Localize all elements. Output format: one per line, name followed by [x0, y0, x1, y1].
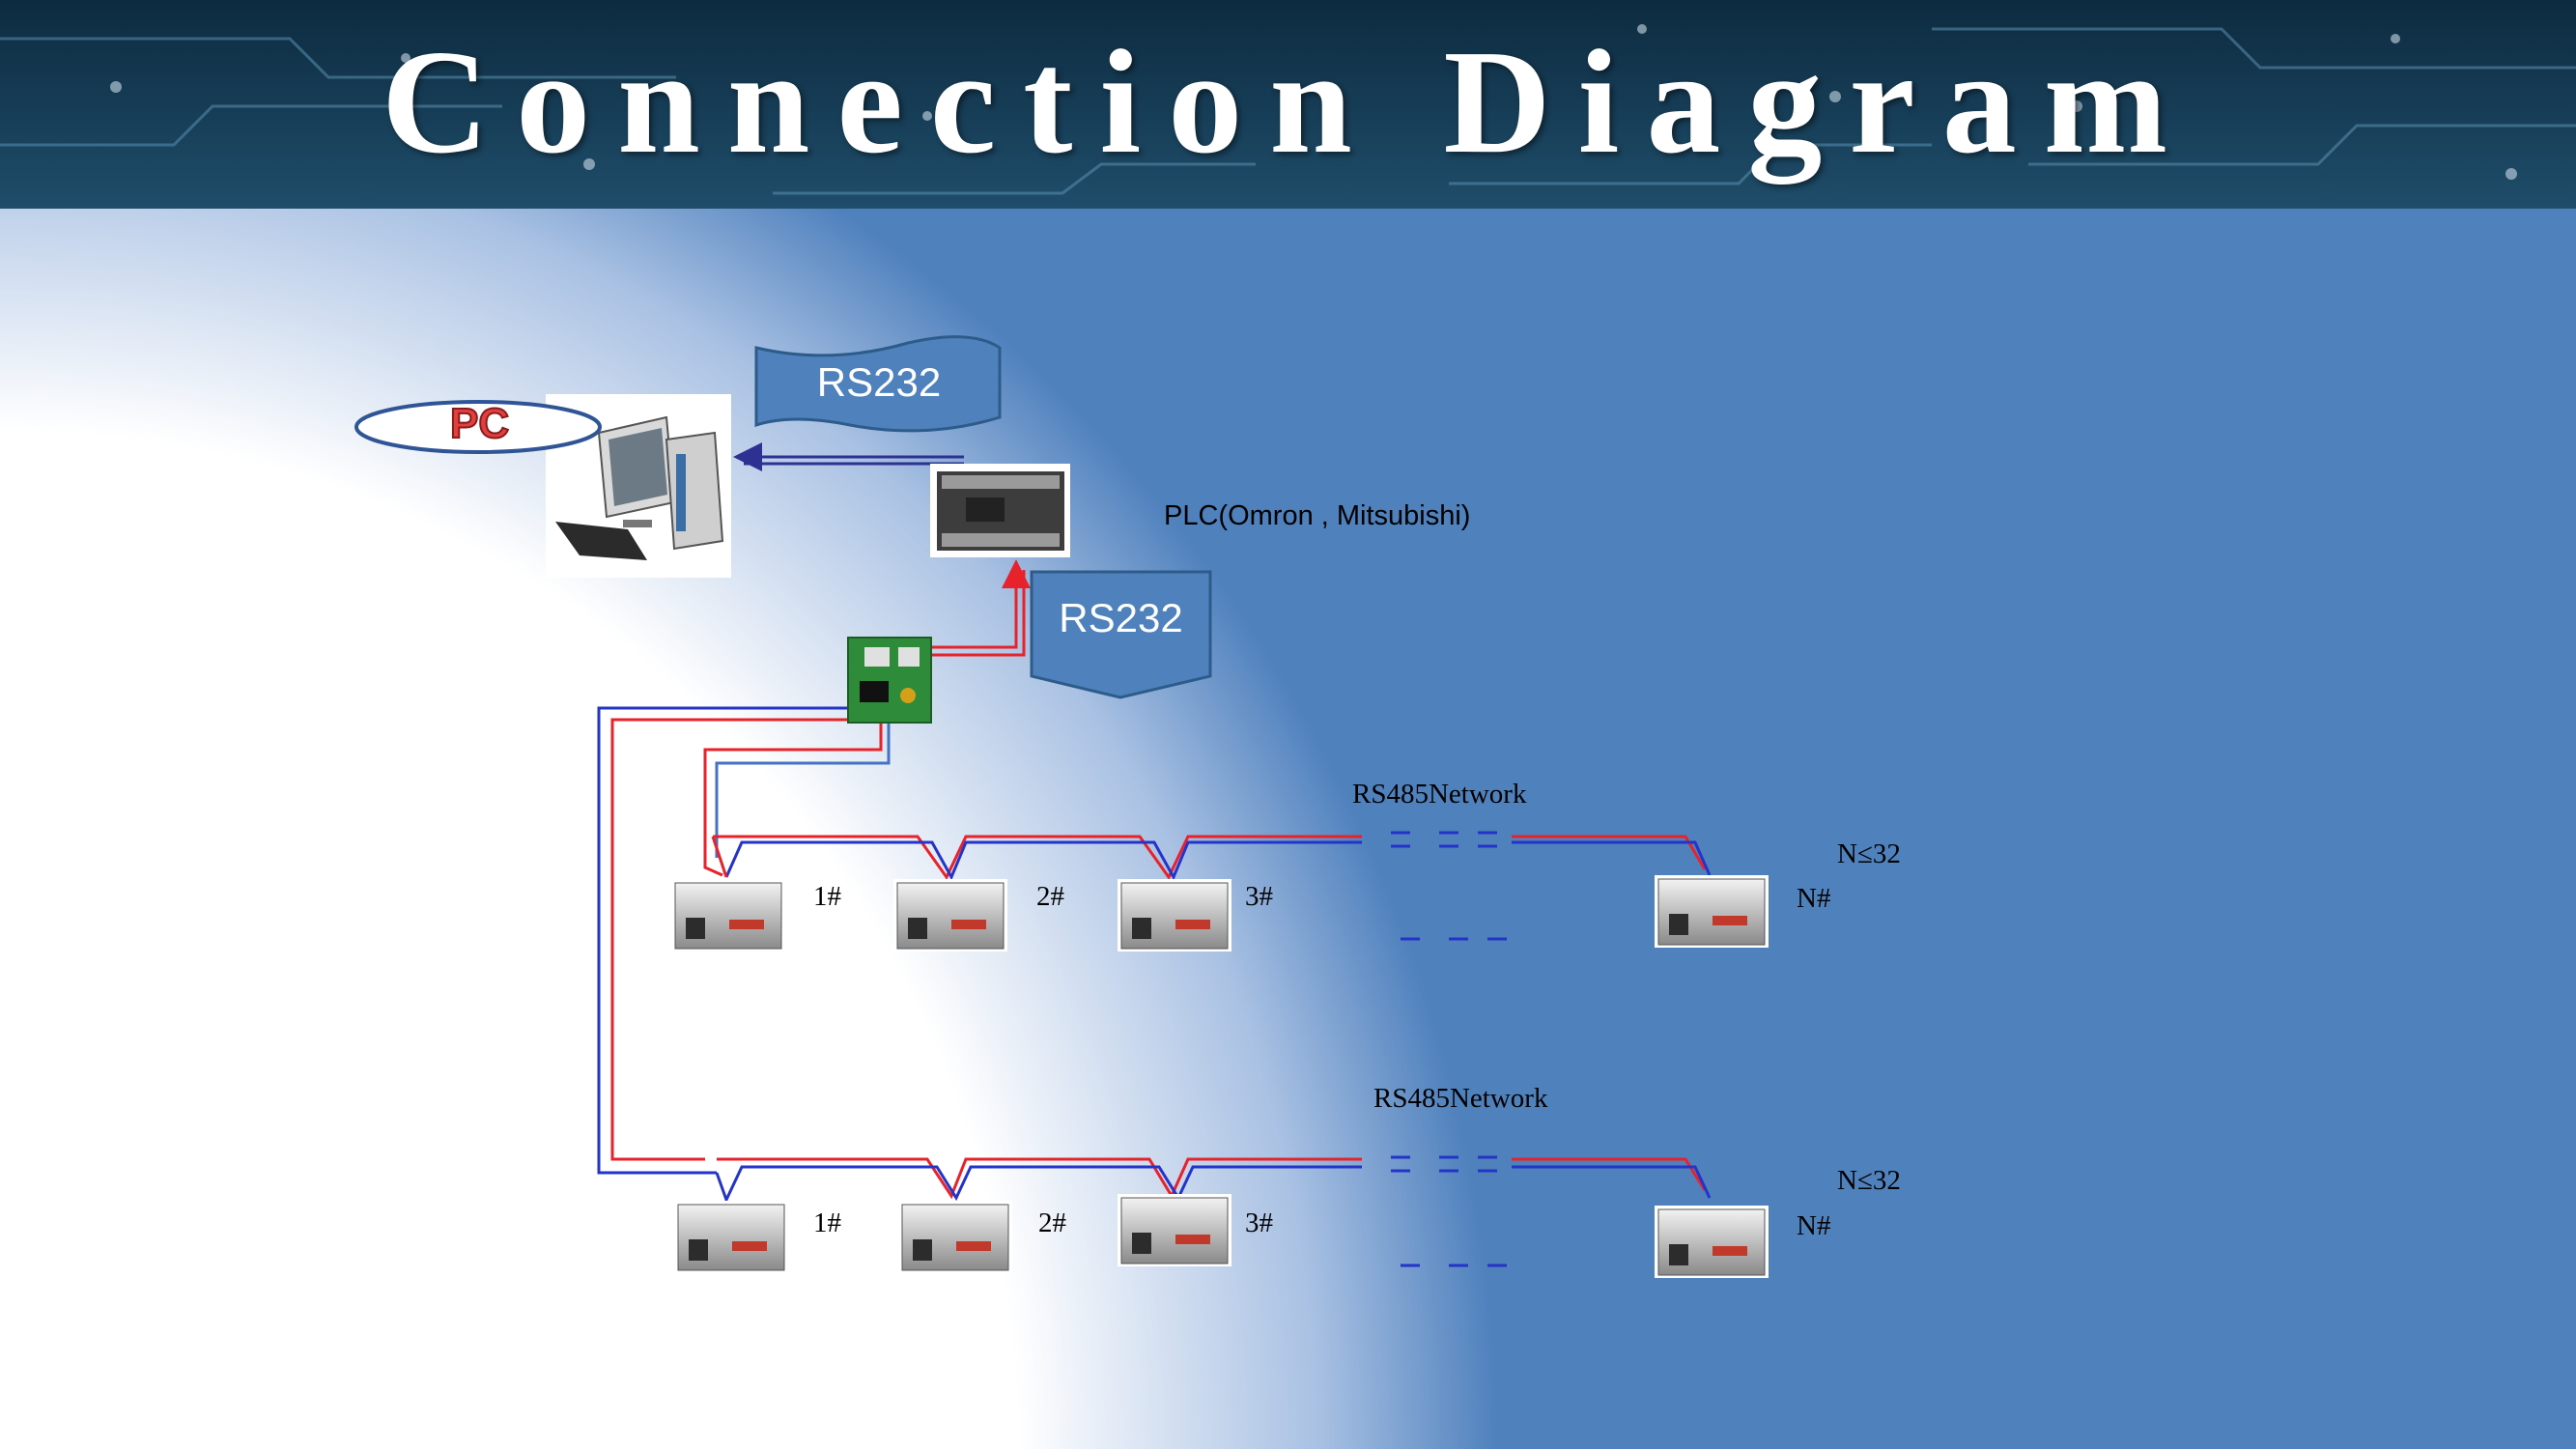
rs232-bottom-label: RS232: [1059, 595, 1183, 640]
row2-device-2-label: 2#: [1038, 1208, 1066, 1238]
device-row2-1: [674, 1201, 788, 1273]
row1-device-2-label: 2#: [1036, 881, 1064, 912]
row1-device-n-label: N#: [1797, 883, 1831, 914]
slide-background: [0, 209, 2576, 1449]
device-row1-3: [1118, 879, 1231, 952]
row2-device-n-label: N#: [1797, 1210, 1831, 1241]
rs232-top-label: RS232: [816, 359, 942, 405]
rs232-top-banner: [754, 335, 1002, 433]
device-row1-n: [1655, 875, 1769, 948]
header-circuit-pattern: [0, 0, 2576, 209]
device-row2-3: [1118, 1194, 1231, 1266]
row1-network-label: RS485Network: [1352, 779, 1527, 810]
row2-limit-label: N≤32: [1837, 1165, 1901, 1196]
row2-device-3-label: 3#: [1245, 1208, 1273, 1238]
pc-label: PC: [449, 399, 510, 448]
row1-limit-label: N≤32: [1837, 838, 1901, 869]
device-row2-2: [898, 1201, 1012, 1273]
row1-device-1-label: 1#: [813, 881, 841, 912]
device-row1-1: [671, 879, 785, 952]
converter-board-icon: [847, 637, 932, 724]
device-row1-2: [893, 879, 1007, 952]
slave-devices: [671, 875, 1769, 1278]
row1-device-3-label: 3#: [1245, 881, 1273, 912]
row2-device-1-label: 1#: [813, 1208, 841, 1238]
rs232-bottom-banner: [1030, 570, 1212, 699]
device-row2-n: [1655, 1206, 1769, 1278]
row2-network-label: RS485Network: [1373, 1083, 1548, 1114]
plc-device-icon: [930, 464, 1070, 557]
pc-label-ellipse: [354, 400, 602, 454]
plc-label: PLC(Omron , Mitsubishi): [1164, 500, 1471, 531]
page-title: Connection Diagram: [381, 20, 2195, 185]
wiring: [597, 442, 1712, 1267]
